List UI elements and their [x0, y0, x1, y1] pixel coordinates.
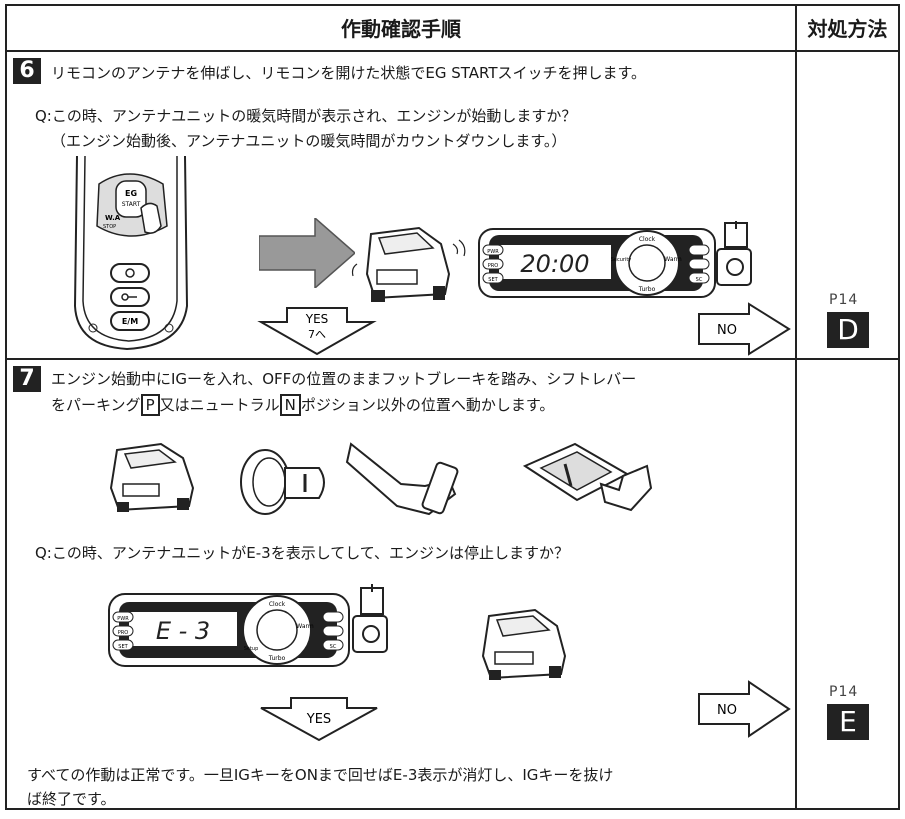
- pro-label: PRO: [488, 263, 498, 269]
- step6-ref-code: D: [827, 312, 869, 348]
- step-6-question-note: （エンジン始動後、アンテナユニットの暖気時間がカウントダウンします。）: [51, 132, 567, 150]
- step7-ref-code: E: [827, 704, 869, 740]
- turbo-label: Turbo: [638, 286, 656, 293]
- step6-yes-arrow: YES 7へ: [257, 307, 377, 356]
- step-6-number: 6: [13, 58, 41, 84]
- step-6-instruction: リモコンのアンテナを伸ばし、リモコンを開けた状態でEG STARTスイッチを押し…: [51, 64, 647, 82]
- antenna-unit-display: E - 3 Clock Turbo Warm Setup PWR PRO SET…: [108, 584, 388, 667]
- foot-brake-icon: [345, 442, 459, 516]
- neutral-letter-box: N: [279, 394, 301, 416]
- pwr-label: PWR: [117, 616, 129, 622]
- step6-no-label: NO: [717, 323, 737, 338]
- car-illustration: [109, 442, 195, 512]
- header-divider: [7, 50, 898, 52]
- pro-label: PRO: [118, 630, 128, 636]
- set-label: SET: [118, 644, 128, 650]
- pwr-label: PWR: [487, 249, 499, 255]
- shift-lever-icon: [522, 442, 653, 512]
- instruction-part-b: 又はニュートラル: [159, 396, 280, 414]
- set-label: SET: [488, 277, 498, 283]
- display-time: 20:00: [520, 250, 589, 278]
- sc-label: SC: [330, 644, 337, 650]
- start-label: START: [122, 201, 141, 208]
- car-illustration: [351, 226, 466, 302]
- step6-ref-page: P14: [829, 292, 859, 308]
- instruction-part-a: をパーキング: [51, 396, 141, 414]
- remote-control-illustration: EG START W.A STOP E/M: [73, 156, 189, 351]
- step-7-question: Q:この時、アンテナユニットがE-3を表示してして、エンジンは停止しますか？: [35, 544, 570, 562]
- conclusion-line1: すべての作動は正常です。一旦IGキーをONまで回せばE-3表示が消灯し、IGキー…: [27, 766, 614, 784]
- column-divider: [795, 6, 797, 808]
- step-divider: [7, 358, 898, 360]
- step7-yes-arrow: YES: [260, 697, 378, 742]
- warm-label: Warm: [296, 623, 314, 630]
- step6-no-arrow: NO: [698, 302, 791, 356]
- park-letter-box: P: [140, 394, 160, 416]
- step7-no-arrow: NO: [698, 680, 791, 738]
- step7-ref-page: P14: [829, 684, 859, 700]
- wa-stop-label: STOP: [103, 224, 116, 230]
- action-header: 対処方法: [807, 17, 888, 41]
- step7-yes-label: YES: [306, 712, 331, 727]
- clock-label: Clock: [639, 236, 656, 243]
- procedure-header: 作動確認手順: [341, 17, 461, 41]
- procedure-table: 作動確認手順 対処方法 6 リモコンのアンテナを伸ばし、リモコンを開けた状態でE…: [5, 4, 900, 810]
- conclusion-line2: ば終了です。: [27, 790, 116, 808]
- step-7-instruction-line1: エンジン始動中にIGーを入れ、OFFの位置のままフットブレーキを踏み、シフトレバ…: [51, 370, 637, 388]
- eg-label: EG: [125, 189, 137, 198]
- instruction-part-c: ポジション以外の位置へ動かします。: [300, 396, 555, 414]
- step6-yes-goto: 7へ: [308, 328, 326, 341]
- turbo-label: Turbo: [268, 655, 286, 662]
- step-6-question: Q:この時、アンテナユニットの暖気時間が表示され、エンジンが始動しますか？: [35, 107, 577, 125]
- em-label: E/M: [122, 317, 138, 326]
- progress-arrow-icon: [259, 218, 355, 288]
- antenna-unit-display: 20:00 Clock Turbo Warm Security PWR PRO …: [478, 221, 752, 298]
- sc-label: SC: [696, 277, 703, 283]
- car-illustration: [481, 608, 567, 680]
- security-label: Security: [611, 257, 632, 263]
- clock-label: Clock: [269, 601, 286, 608]
- step-7-number: 7: [13, 366, 41, 392]
- wa-label: W.A: [105, 214, 121, 222]
- step7-no-label: NO: [717, 703, 737, 718]
- display-error: E - 3: [156, 617, 210, 645]
- step6-yes-label: YES: [305, 312, 329, 326]
- ignition-key-icon: [240, 449, 325, 515]
- warm-label: Warm: [664, 256, 682, 263]
- setup-label: Setup: [244, 646, 259, 652]
